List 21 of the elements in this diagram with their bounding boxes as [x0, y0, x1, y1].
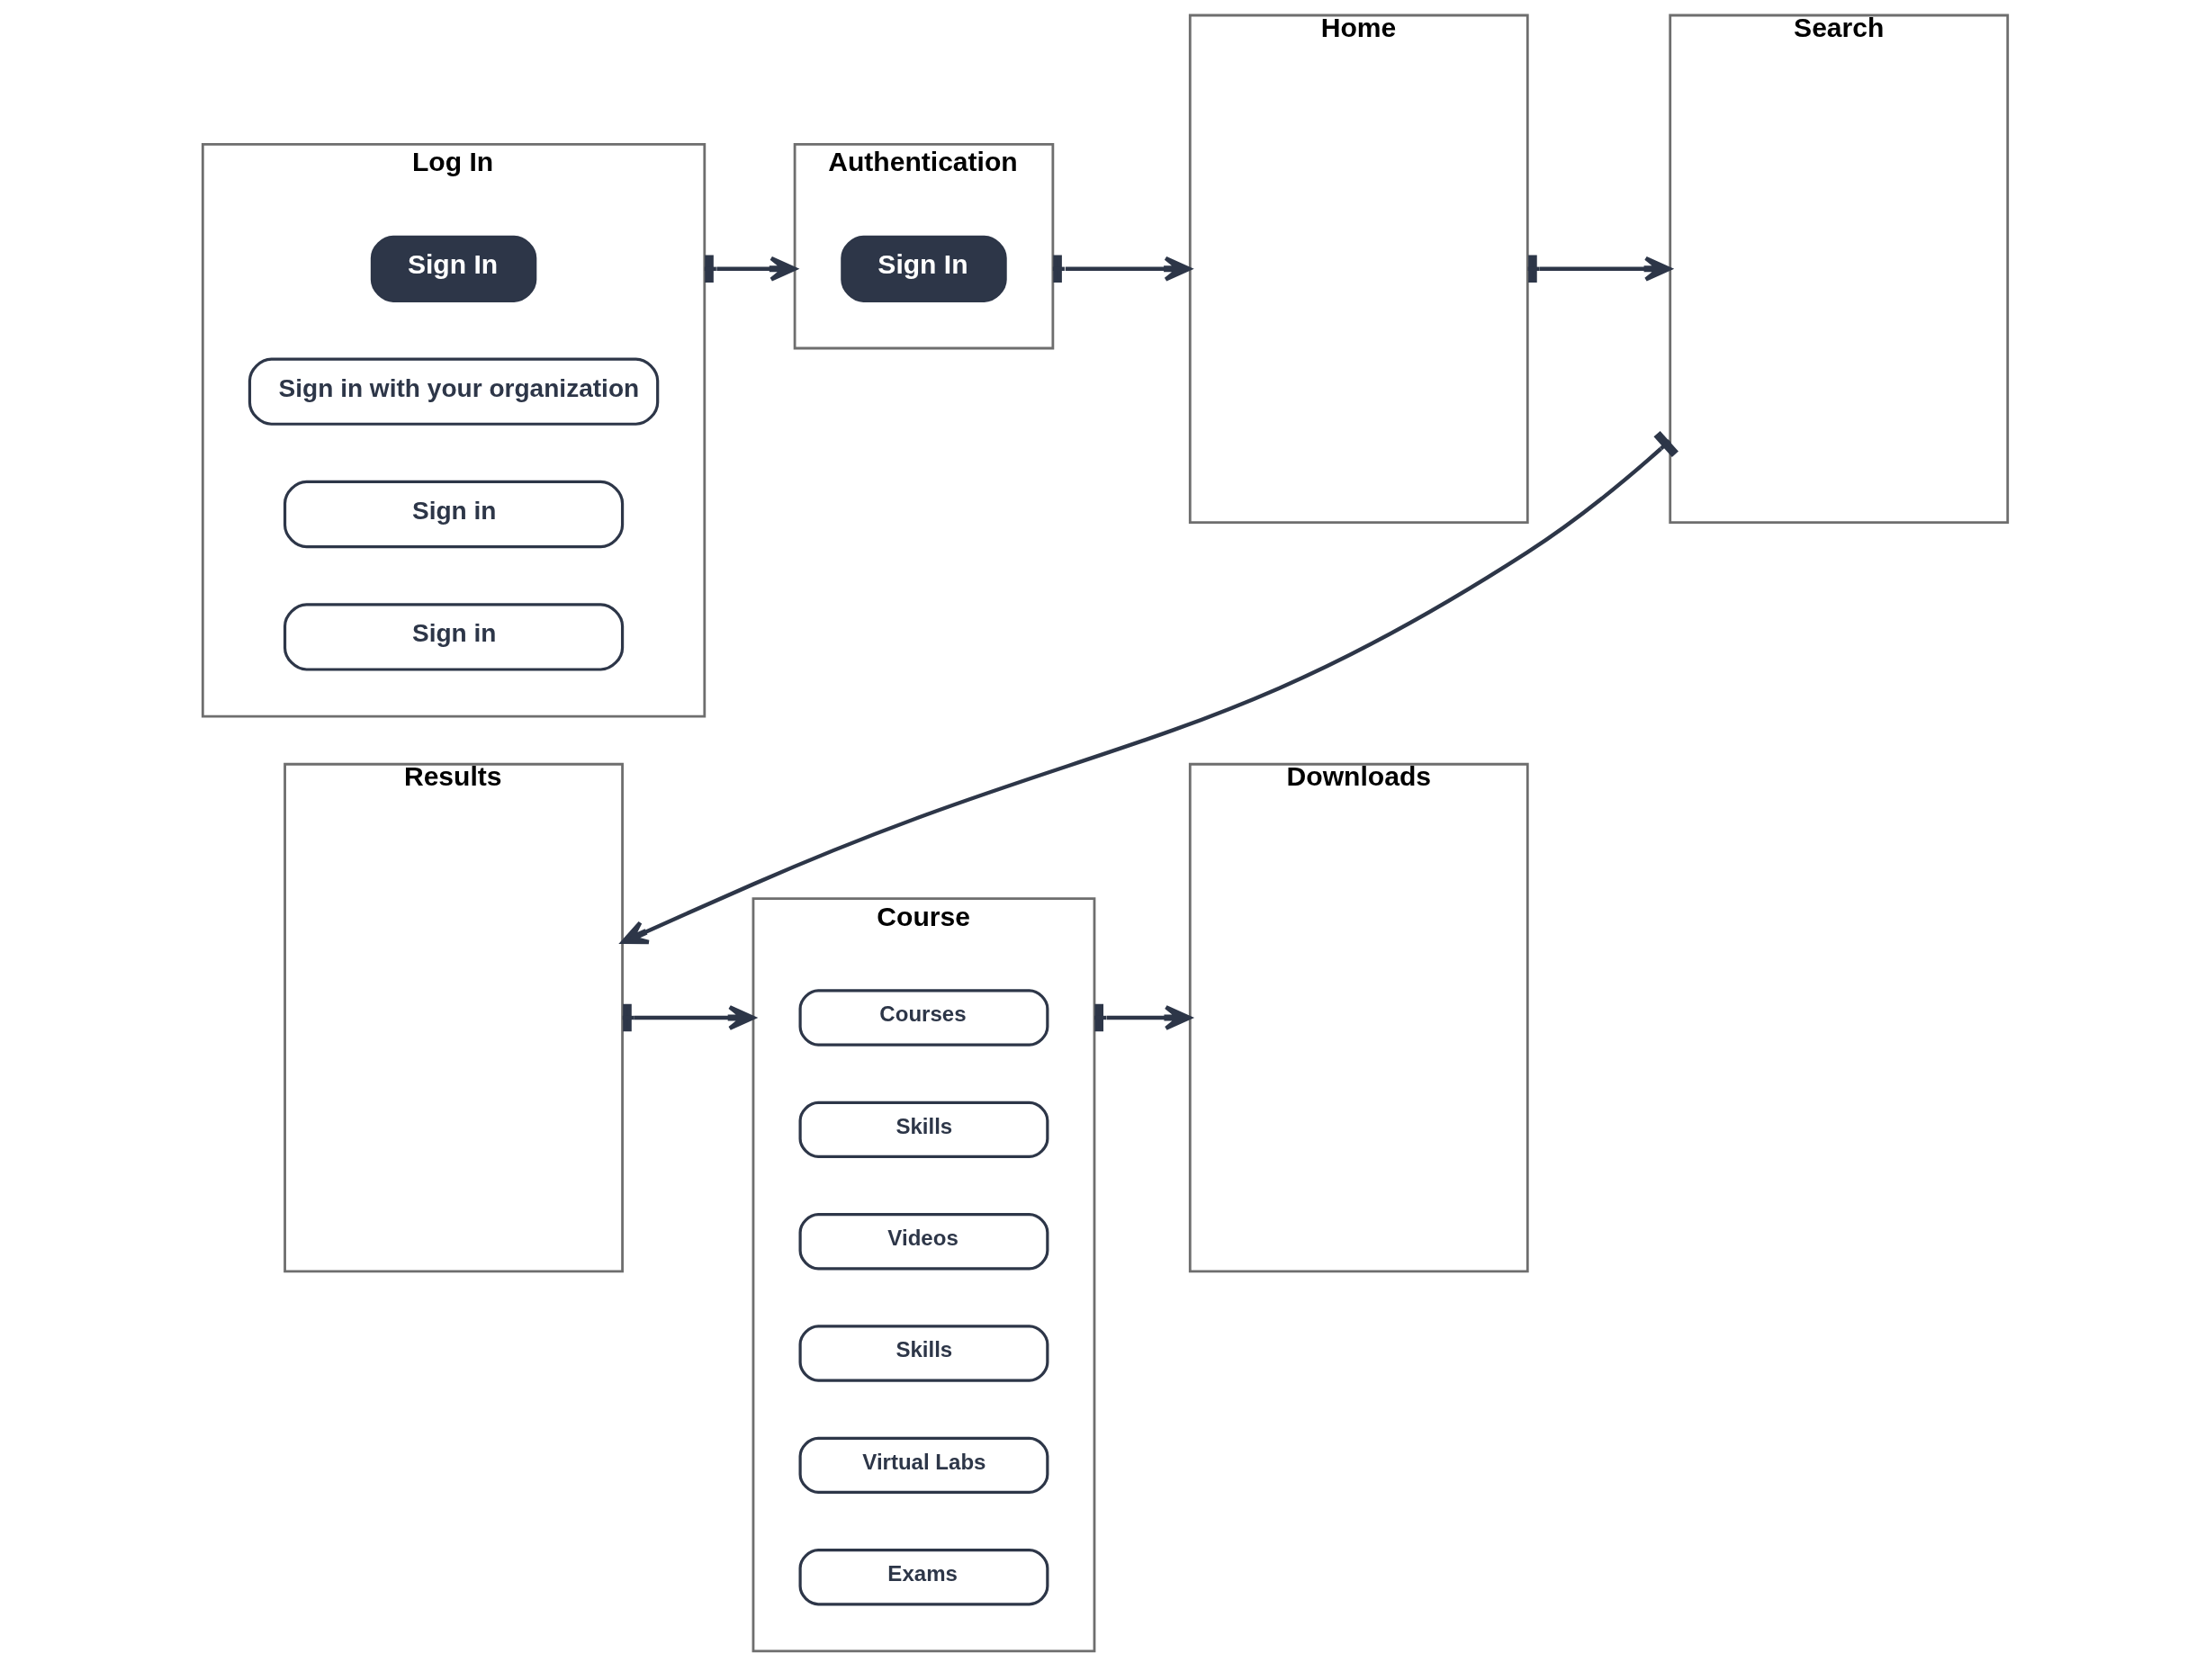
arrow [621, 430, 1678, 944]
arrow [1052, 255, 1192, 283]
node-box: Search [1669, 13, 2010, 524]
node-box: Sign In [841, 235, 1007, 302]
node-box: Sign in [283, 602, 625, 671]
node-box: Virtual Labs [798, 1436, 1049, 1494]
node-box: Results [284, 762, 624, 1272]
node-box: Sign in [283, 480, 625, 548]
arrow [1094, 1003, 1192, 1031]
node-box: Downloads [1188, 762, 1529, 1272]
node-box: Home [1188, 13, 1529, 524]
node-box: Skills [798, 1101, 1049, 1158]
arrow [622, 1003, 756, 1031]
arrow [1527, 255, 1672, 283]
node-box: Videos [798, 1212, 1049, 1270]
node-box: Skills [798, 1324, 1049, 1382]
node-box: Courses [798, 988, 1049, 1047]
arrow [704, 255, 797, 283]
node-box: Sign In [370, 235, 537, 302]
node-box: Sign in with your organization [248, 356, 660, 426]
node-box: Exams [798, 1548, 1049, 1605]
